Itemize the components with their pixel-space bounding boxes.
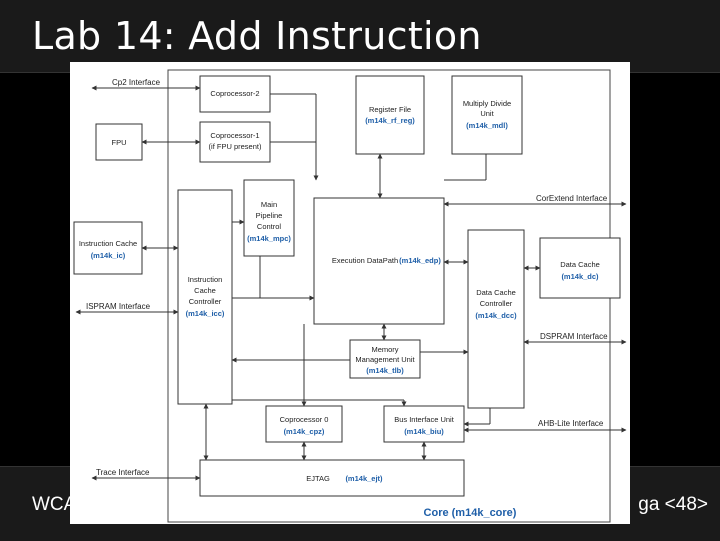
regfile-module: (m14k_rf_reg) xyxy=(365,116,415,125)
slide-title: Lab 14: Add Instruction xyxy=(32,14,482,58)
icc-label-2: Cache xyxy=(194,286,216,295)
cop2-label: Coprocessor-2 xyxy=(210,89,259,98)
edp-label: Execution DataPath xyxy=(332,256,398,265)
icc-block xyxy=(177,189,233,405)
biu-label: Bus Interface Unit xyxy=(394,415,455,424)
mpc-block xyxy=(243,179,295,257)
icc-label-3: Controller xyxy=(189,297,222,306)
mpc-label-1: Main xyxy=(261,200,277,209)
tlb-module: (m14k_tlb) xyxy=(366,366,404,375)
mdu-block xyxy=(451,75,523,155)
ejtag-module: (m14k_ejt) xyxy=(345,474,383,483)
tlb-label-2: Management Unit xyxy=(355,355,415,364)
trace-interface-label: Trace Interface xyxy=(96,468,150,477)
biu-block xyxy=(383,405,465,443)
tlb-block xyxy=(349,339,421,379)
mdu-label-1: Multiply Divide xyxy=(463,99,511,108)
icc-label-1: Instruction xyxy=(188,275,223,284)
dcache-block xyxy=(539,237,621,299)
footer-left-text: WCA xyxy=(32,494,77,515)
dcache-module: (m14k_dc) xyxy=(561,272,599,281)
core-label: Core (m14k_core) xyxy=(424,507,517,519)
dcc-block xyxy=(467,229,525,409)
cop2-block xyxy=(199,75,271,113)
mdu-label-2: Unit xyxy=(480,109,494,118)
footer-right-text: ga <48> xyxy=(638,494,708,515)
icc-module: (m14k_icc) xyxy=(186,309,225,318)
icache-module: (m14k_ic) xyxy=(91,251,126,260)
dcache-label: Data Cache xyxy=(560,260,600,269)
cop1-label-1: Coprocessor-1 xyxy=(210,131,259,140)
dcc-label-2: Controller xyxy=(480,299,513,308)
mdu-module: (m14k_mdl) xyxy=(466,121,508,130)
edp-module: (m14k_edp) xyxy=(399,256,441,265)
cp0-module: (m14k_cpz) xyxy=(284,427,325,436)
dcc-label-1: Data Cache xyxy=(476,288,516,297)
regfile-block xyxy=(355,75,425,155)
corextend-interface-label: CorExtend Interface xyxy=(536,194,608,203)
icache-label: Instruction Cache xyxy=(79,239,137,248)
mpc-module: (m14k_mpc) xyxy=(247,234,291,243)
cp2-interface-label: Cp2 Interface xyxy=(112,78,161,87)
isram-interface-label: ISPRAM Interface xyxy=(86,302,151,311)
fpu-label: FPU xyxy=(112,138,127,147)
biu-module: (m14k_biu) xyxy=(404,427,444,436)
mpc-label-2: Pipeline xyxy=(256,211,283,220)
cp0-block xyxy=(265,405,343,443)
dspram-interface-label: DSPRAM Interface xyxy=(540,332,608,341)
regfile-label: Register File xyxy=(369,105,411,114)
ejtag-block xyxy=(199,459,465,497)
block-diagram: Cp2 Interface CorExtend Interface ISPRAM… xyxy=(70,62,630,524)
ejtag-label: EJTAG xyxy=(306,474,330,483)
mpc-label-3: Control xyxy=(257,222,282,231)
tlb-label-1: Memory xyxy=(371,345,398,354)
dcc-module: (m14k_dcc) xyxy=(475,311,517,320)
edp-block xyxy=(313,197,445,325)
cop1-label-2: (if FPU present) xyxy=(209,142,262,151)
icache-block xyxy=(73,221,143,275)
ahb-interface-label: AHB-Lite Interface xyxy=(538,419,604,428)
cp0-label: Coprocessor 0 xyxy=(280,415,329,424)
